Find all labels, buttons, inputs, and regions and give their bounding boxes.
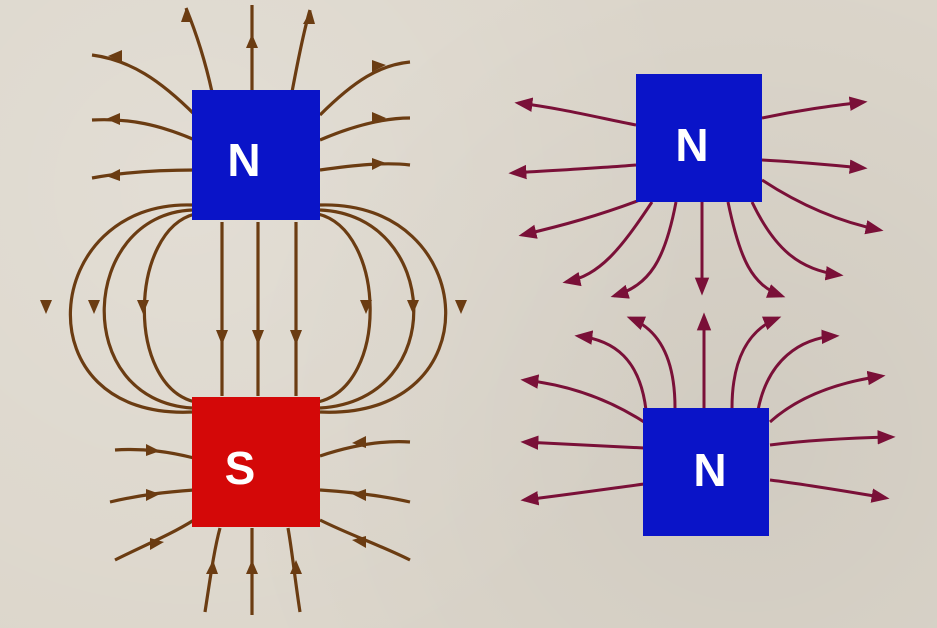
pole-label: N (675, 119, 708, 171)
field-line-arrow (352, 536, 366, 548)
field-line-arrow (352, 489, 366, 501)
field-line-arrow (372, 112, 386, 124)
field-line (520, 435, 645, 450)
field-line (626, 316, 677, 409)
field-line (102, 208, 193, 410)
field-line (91, 118, 196, 142)
field-line-arrow (88, 300, 100, 314)
left-south-magnet: S (192, 397, 320, 527)
field-line-arrow (106, 113, 120, 125)
field-line-arrow (181, 8, 193, 22)
field-line-arrow (290, 560, 302, 574)
field-line (318, 60, 411, 117)
field-line-arrow (216, 330, 228, 345)
field-line (319, 162, 411, 172)
field-line-arrow (108, 50, 122, 62)
field-line (319, 203, 448, 414)
field-line (761, 158, 868, 174)
field-line-arrow (146, 444, 160, 456)
repelling-field-lines (508, 96, 896, 506)
field-line (518, 198, 641, 239)
field-line-arrow (146, 489, 160, 501)
field-line (610, 201, 678, 299)
field-line-arrow (246, 34, 258, 48)
field-line (319, 116, 411, 142)
pole-label: N (693, 444, 726, 496)
left-north-magnet: N (192, 90, 320, 220)
field-line (769, 430, 896, 447)
field-line (750, 201, 844, 281)
field-line-arrow (290, 330, 302, 345)
field-line-arrow (372, 158, 386, 170)
attracting-arrowheads (40, 8, 467, 574)
field-line (768, 370, 886, 424)
field-line-arrow (360, 300, 372, 314)
field-line (730, 316, 782, 409)
field-line (769, 478, 890, 503)
field-line-arrow (150, 538, 164, 550)
field-line-arrow (352, 436, 366, 448)
field-line-arrow (206, 560, 218, 574)
field-line-arrow (246, 560, 258, 574)
field-line (756, 329, 840, 411)
field-line (91, 53, 197, 117)
field-line (520, 374, 645, 424)
field-line-arrow (303, 10, 315, 24)
field-line (514, 97, 637, 127)
field-line-arrow (106, 169, 120, 181)
field-line (562, 201, 654, 287)
field-line-arrow (407, 300, 419, 314)
right-top-north-magnet: N (636, 74, 762, 202)
field-line (508, 163, 637, 180)
field-line (520, 482, 645, 506)
field-line-arrow (372, 60, 386, 72)
field-line-arrow (455, 300, 467, 314)
field-line (91, 168, 196, 180)
field-line-arrow (40, 300, 52, 314)
field-line (574, 330, 648, 411)
field-line (761, 178, 884, 235)
field-line (68, 203, 193, 414)
pole-label: S (225, 442, 256, 494)
field-line-arrow (252, 330, 264, 345)
field-line (317, 212, 372, 404)
pole-label: N (227, 134, 260, 186)
field-line (726, 201, 786, 298)
field-line (142, 212, 196, 404)
magnets: N S N N (192, 74, 769, 536)
right-bottom-north-magnet: N (643, 408, 769, 536)
field-line (761, 96, 868, 120)
field-line-arrow (137, 300, 149, 314)
